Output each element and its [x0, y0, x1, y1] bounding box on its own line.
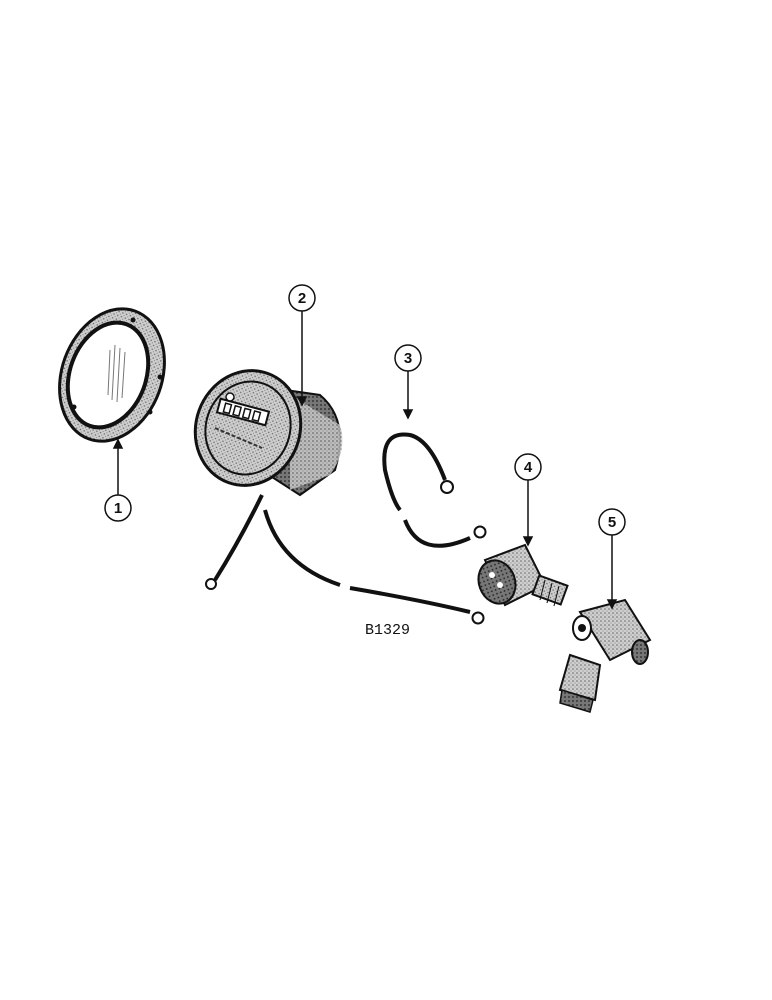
callout-circle: [104, 494, 132, 522]
callout-number: 3: [404, 350, 412, 367]
arrowhead-icon: [522, 536, 534, 547]
callout-number: 4: [524, 459, 533, 476]
callout-circle: [394, 344, 422, 372]
callout-4: 4: [514, 453, 542, 547]
arrowhead-icon: [606, 599, 618, 610]
callout-circle: [288, 284, 316, 312]
part-3-wire: [382, 432, 487, 548]
callout-number: 5: [608, 514, 616, 531]
callout-circle: [514, 453, 542, 481]
part-2-hour-meter: [193, 369, 485, 625]
arrowhead-icon: [112, 438, 124, 449]
callout-3: 3: [394, 344, 422, 420]
callout-2: 2: [288, 284, 316, 407]
part-1-bezel: [58, 307, 166, 443]
arrowhead-icon: [402, 409, 414, 420]
callout-number: 1: [114, 500, 122, 517]
part-4-switch: [477, 543, 569, 607]
callout-circle: [598, 508, 626, 536]
callout-5: 5: [598, 508, 626, 610]
arrowhead-icon: [296, 396, 308, 407]
figure-code: B1329: [365, 622, 411, 639]
callout-1: 1: [104, 438, 132, 522]
callout-number: 2: [298, 290, 306, 307]
part-5-tee: [558, 598, 652, 713]
